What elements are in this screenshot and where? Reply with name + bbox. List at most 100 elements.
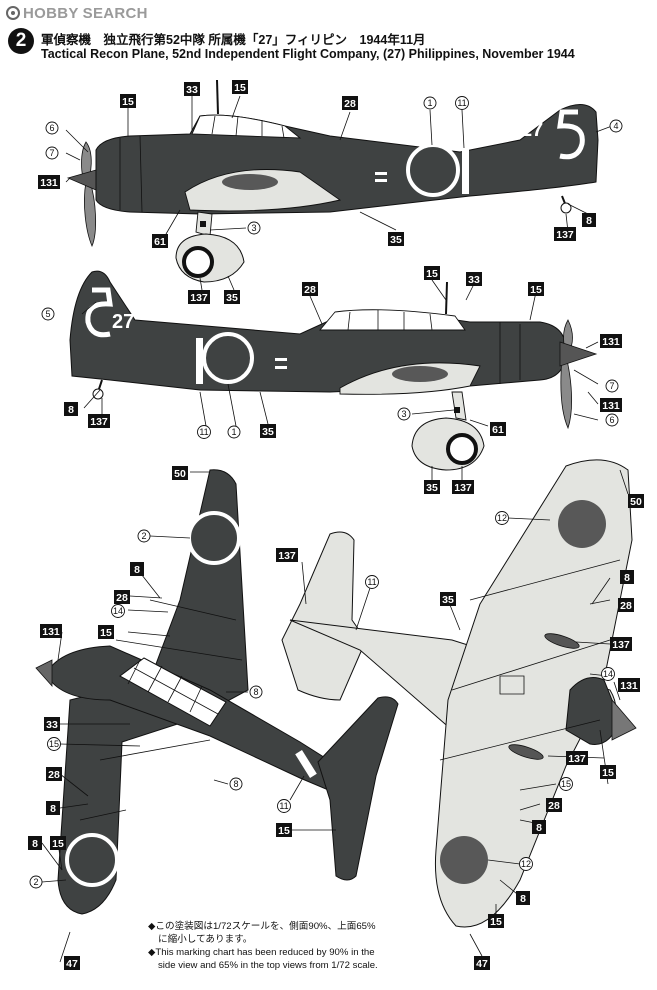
callout-tag: 28 xyxy=(46,767,62,781)
callout-tag: 15 xyxy=(47,737,61,751)
callout-tag: 35 xyxy=(260,424,276,438)
svg-text:15: 15 xyxy=(234,82,246,94)
canopy xyxy=(191,114,302,139)
hinomaru-upper-wing xyxy=(65,833,119,887)
svg-text:28: 28 xyxy=(548,800,560,812)
svg-text:14: 14 xyxy=(603,669,613,679)
profile-number-badge: 2 xyxy=(8,28,34,54)
antenna-mast xyxy=(216,79,219,115)
svg-text:5: 5 xyxy=(45,309,50,319)
callout-tag: 8 xyxy=(516,891,530,905)
hinomaru-wing xyxy=(392,366,448,382)
callout-tag: 137 xyxy=(276,548,298,562)
callout-tag: 61 xyxy=(490,422,506,436)
callout-tag: 15 xyxy=(232,80,248,94)
callout-tag: 50 xyxy=(628,494,644,508)
callout-tag: 15 xyxy=(276,823,292,837)
callout-tag: 137 xyxy=(566,751,588,765)
callout-tag: 47 xyxy=(64,956,80,970)
callout-tag: 61 xyxy=(152,234,168,248)
hinomaru-fuselage xyxy=(202,332,254,384)
callout-tag: 1 xyxy=(423,96,437,110)
spinner xyxy=(559,341,598,367)
callout-tag: 8 xyxy=(620,570,634,584)
scale-note-en-line1: ◆This marking chart has been reduced by … xyxy=(148,947,375,958)
callout-tag: 15 xyxy=(528,282,544,296)
svg-text:8: 8 xyxy=(233,779,238,789)
callout-tag: 15 xyxy=(559,777,573,791)
svg-text:33: 33 xyxy=(186,84,198,96)
svg-text:33: 33 xyxy=(46,719,58,731)
hinomaru-upper-wing xyxy=(187,511,241,565)
callout-tag: 2 xyxy=(29,875,43,889)
svg-text:131: 131 xyxy=(620,680,638,692)
svg-text:8: 8 xyxy=(536,822,542,834)
svg-text:33: 33 xyxy=(468,274,480,286)
callout-tag: 15 xyxy=(488,914,504,928)
side-view-right: 27 xyxy=(69,270,598,471)
hinomaru-lower-wing xyxy=(558,500,606,548)
callout-tag: 6 xyxy=(605,413,619,427)
bottom-view-lower xyxy=(281,459,637,928)
callout-tag: 4 xyxy=(609,119,623,133)
callout-tag: 131 xyxy=(618,678,640,692)
svg-text:131: 131 xyxy=(602,336,620,348)
svg-text:4: 4 xyxy=(613,121,618,131)
hinomaru-lower-wing xyxy=(440,836,488,884)
fuselage-stencil xyxy=(275,358,287,361)
callout-tag: 15 xyxy=(600,765,616,779)
callout-tag: 33 xyxy=(466,272,482,286)
callout-tag: 137 xyxy=(88,414,110,428)
svg-text:8: 8 xyxy=(50,803,56,815)
fuselage-white-band xyxy=(462,148,469,194)
svg-text:137: 137 xyxy=(278,550,296,562)
callout-tag: 131 xyxy=(600,398,622,412)
callout-tag: 15 xyxy=(424,266,440,280)
callout-tag: 8 xyxy=(249,685,263,699)
logo-icon xyxy=(6,6,20,20)
svg-text:11: 11 xyxy=(199,427,208,437)
side-view-left: 27 xyxy=(66,79,599,283)
tail-symbol xyxy=(557,109,585,160)
callout-tag: 35 xyxy=(224,290,240,304)
hinomaru-fuselage xyxy=(406,143,460,197)
wheel xyxy=(446,433,478,465)
svg-text:8: 8 xyxy=(68,404,74,416)
callout-tag: 35 xyxy=(440,592,456,606)
svg-text:35: 35 xyxy=(226,292,238,304)
svg-text:8: 8 xyxy=(586,215,592,227)
callout-tag: 11 xyxy=(197,425,211,439)
svg-text:7: 7 xyxy=(609,381,614,391)
spinner xyxy=(35,659,53,688)
svg-text:7: 7 xyxy=(49,148,54,158)
svg-text:8: 8 xyxy=(32,838,38,850)
gear-stencil xyxy=(200,221,206,227)
fuselage-white-band xyxy=(196,338,203,384)
callout-tag: 137 xyxy=(610,637,632,651)
callout-tag: 15 xyxy=(50,836,66,850)
callout-tag: 137 xyxy=(554,227,576,241)
fuselage-stencil xyxy=(375,172,387,175)
svg-text:50: 50 xyxy=(630,496,642,508)
svg-text:15: 15 xyxy=(49,739,59,749)
svg-text:12: 12 xyxy=(497,513,507,523)
svg-text:15: 15 xyxy=(490,916,502,928)
svg-text:11: 11 xyxy=(279,801,288,811)
svg-text:137: 137 xyxy=(90,416,108,428)
tailplane xyxy=(317,696,399,881)
canopy-frame xyxy=(347,310,433,331)
svg-text:28: 28 xyxy=(344,98,356,110)
tail-number: 27 xyxy=(112,311,134,333)
callout-tag: 11 xyxy=(365,575,379,589)
canopy-frame xyxy=(127,659,219,715)
watermark-brand: HOBBY xyxy=(23,4,79,22)
callout-tag: 131 xyxy=(40,624,62,638)
svg-text:14: 14 xyxy=(113,606,123,616)
spinner xyxy=(611,698,637,741)
callout-tag: 14 xyxy=(111,604,125,618)
wing-lower xyxy=(434,459,633,928)
svg-text:11: 11 xyxy=(457,98,466,108)
callout-tag: 15 xyxy=(120,94,136,108)
svg-text:15: 15 xyxy=(530,284,542,296)
svg-text:2: 2 xyxy=(33,877,38,887)
